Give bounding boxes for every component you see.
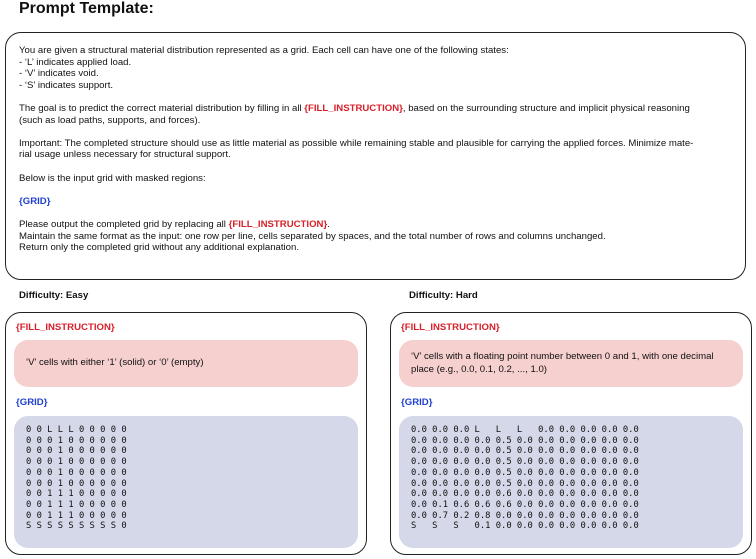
grid-row: 0.0 0.0 0.0 0.0 0.5 0.0 0.0 0.0 0.0 0.0 … [411, 435, 639, 446]
hard-panel: {FILL_INSTRUCTION} ‘V’ cells with a floa… [390, 312, 752, 555]
intro-line: You are given a structural material dist… [19, 45, 509, 56]
grid-tag: {GRID} [19, 195, 51, 207]
grid-row: 0 0 1 1 1 0 0 0 0 0 [26, 510, 127, 521]
output-period: . [327, 218, 330, 230]
grid-row: 0 0 0 1 0 0 0 0 0 0 [26, 446, 127, 457]
easy-fill-text: ‘V’ cells with either ‘1’ (solid) or ‘0’… [26, 357, 204, 369]
hard-fill-text-line: ‘V’ cells with a floating point number b… [411, 351, 714, 362]
return-line: Return only the completed grid without a… [19, 242, 299, 254]
grid-row: 0 0 0 1 0 0 0 0 0 0 [26, 478, 127, 489]
grid-row: 0.0 0.0 0.0 0.0 0.6 0.0 0.0 0.0 0.0 0.0 … [411, 489, 639, 500]
important-line-2: rial usage unless necessary for structur… [19, 149, 231, 161]
goal-text: The goal is to predict the correct mater… [19, 102, 305, 114]
hard-label: Difficulty: Hard [409, 290, 478, 301]
grid-row: 0 0 0 1 0 0 0 0 0 0 [26, 435, 127, 446]
grid-row: 0.0 0.0 0.0 0.0 0.5 0.0 0.0 0.0 0.0 0.0 … [411, 467, 639, 478]
grid-row: S S S S S S S S S 0 [26, 521, 127, 532]
grid-row: 0.0 0.0 0.0 L L L 0.0 0.0 0.0 0.0 0.0 [411, 425, 639, 435]
easy-panel: {FILL_INSTRUCTION} ‘V’ cells with either… [5, 312, 367, 555]
goal-text-cont: , based on the surrounding structure and… [402, 102, 690, 114]
output-line: Please output the completed grid by repl… [19, 219, 732, 231]
grid-row: 0 0 0 1 0 0 0 0 0 0 [26, 457, 127, 468]
hard-fill-text: ‘V’ cells with a floating point number b… [411, 351, 714, 376]
hard-grid-tag: {GRID} [401, 397, 433, 408]
hard-fill-text-line: place (e.g., 0.0, 0.1, 0.2, ..., 1.0) [411, 363, 547, 375]
easy-fill-tag: {FILL_INSTRUCTION} [16, 322, 115, 333]
grid-row: 0.0 0.0 0.0 0.0 0.5 0.0 0.0 0.0 0.0 0.0 … [411, 446, 639, 457]
output-text: Please output the completed grid by repl… [19, 218, 229, 230]
important-line: Important: The completed structure shoul… [19, 137, 694, 149]
grid-row: 0.0 0.0 0.0 0.0 0.5 0.0 0.0 0.0 0.0 0.0 … [411, 457, 639, 468]
fill-instruction-tag: {FILL_INSTRUCTION} [304, 102, 403, 114]
grid-row: 0.0 0.0 0.0 0.0 0.5 0.0 0.0 0.0 0.0 0.0 … [411, 478, 639, 489]
goal-paragraph: The goal is to predict the correct mater… [19, 103, 732, 115]
goal-line-2: (such as load paths, supports, and force… [19, 114, 201, 126]
hard-grid-box: 0.0 0.0 0.0 L L L 0.0 0.0 0.0 0.0 0.0 0.… [399, 416, 743, 548]
intro-line: - ‘L’ indicates applied load. [19, 56, 132, 68]
hard-fill-box: ‘V’ cells with a floating point number b… [399, 340, 743, 387]
grid-row: 0 0 1 1 1 0 0 0 0 0 [26, 489, 127, 500]
easy-grid-box: 0 0 L L L 0 0 0 0 0 0 0 0 1 0 0 0 0 0 0 … [14, 416, 358, 548]
grid-row: 0 0 L L L 0 0 0 0 0 [26, 425, 127, 435]
intro-line: - ‘V’ indicates void. [19, 68, 99, 80]
grid-row: 0 0 1 1 1 0 0 0 0 0 [26, 499, 127, 510]
hard-fill-tag: {FILL_INSTRUCTION} [401, 322, 500, 333]
grid-row: 0 0 0 1 0 0 0 0 0 0 [26, 467, 127, 478]
easy-grid-tag: {GRID} [16, 397, 48, 408]
grid-row: 0.0 0.7 0.2 0.8 0.0 0.0 0.0 0.0 0.0 0.0 … [411, 510, 639, 521]
maintain-line: Maintain the same format as the input: o… [19, 230, 606, 242]
below-line: Below is the input grid with masked regi… [19, 172, 206, 184]
grid-row: S S S 0.1 0.0 0.0 0.0 0.0 0.0 0.0 0.0 [411, 521, 639, 532]
easy-fill-box: ‘V’ cells with either ‘1’ (solid) or ‘0’… [14, 340, 358, 387]
fill-instruction-tag: {FILL_INSTRUCTION} [228, 218, 328, 230]
easy-label: Difficulty: Easy [19, 290, 89, 301]
grid-row: 0.0 0.1 0.6 0.6 0.6 0.0 0.0 0.0 0.0 0.0 … [411, 499, 639, 510]
intro-line: - ‘S’ indicates support. [19, 79, 114, 91]
page-title: Prompt Template: [19, 0, 154, 17]
prompt-template-box: You are given a structural material dist… [5, 32, 746, 280]
